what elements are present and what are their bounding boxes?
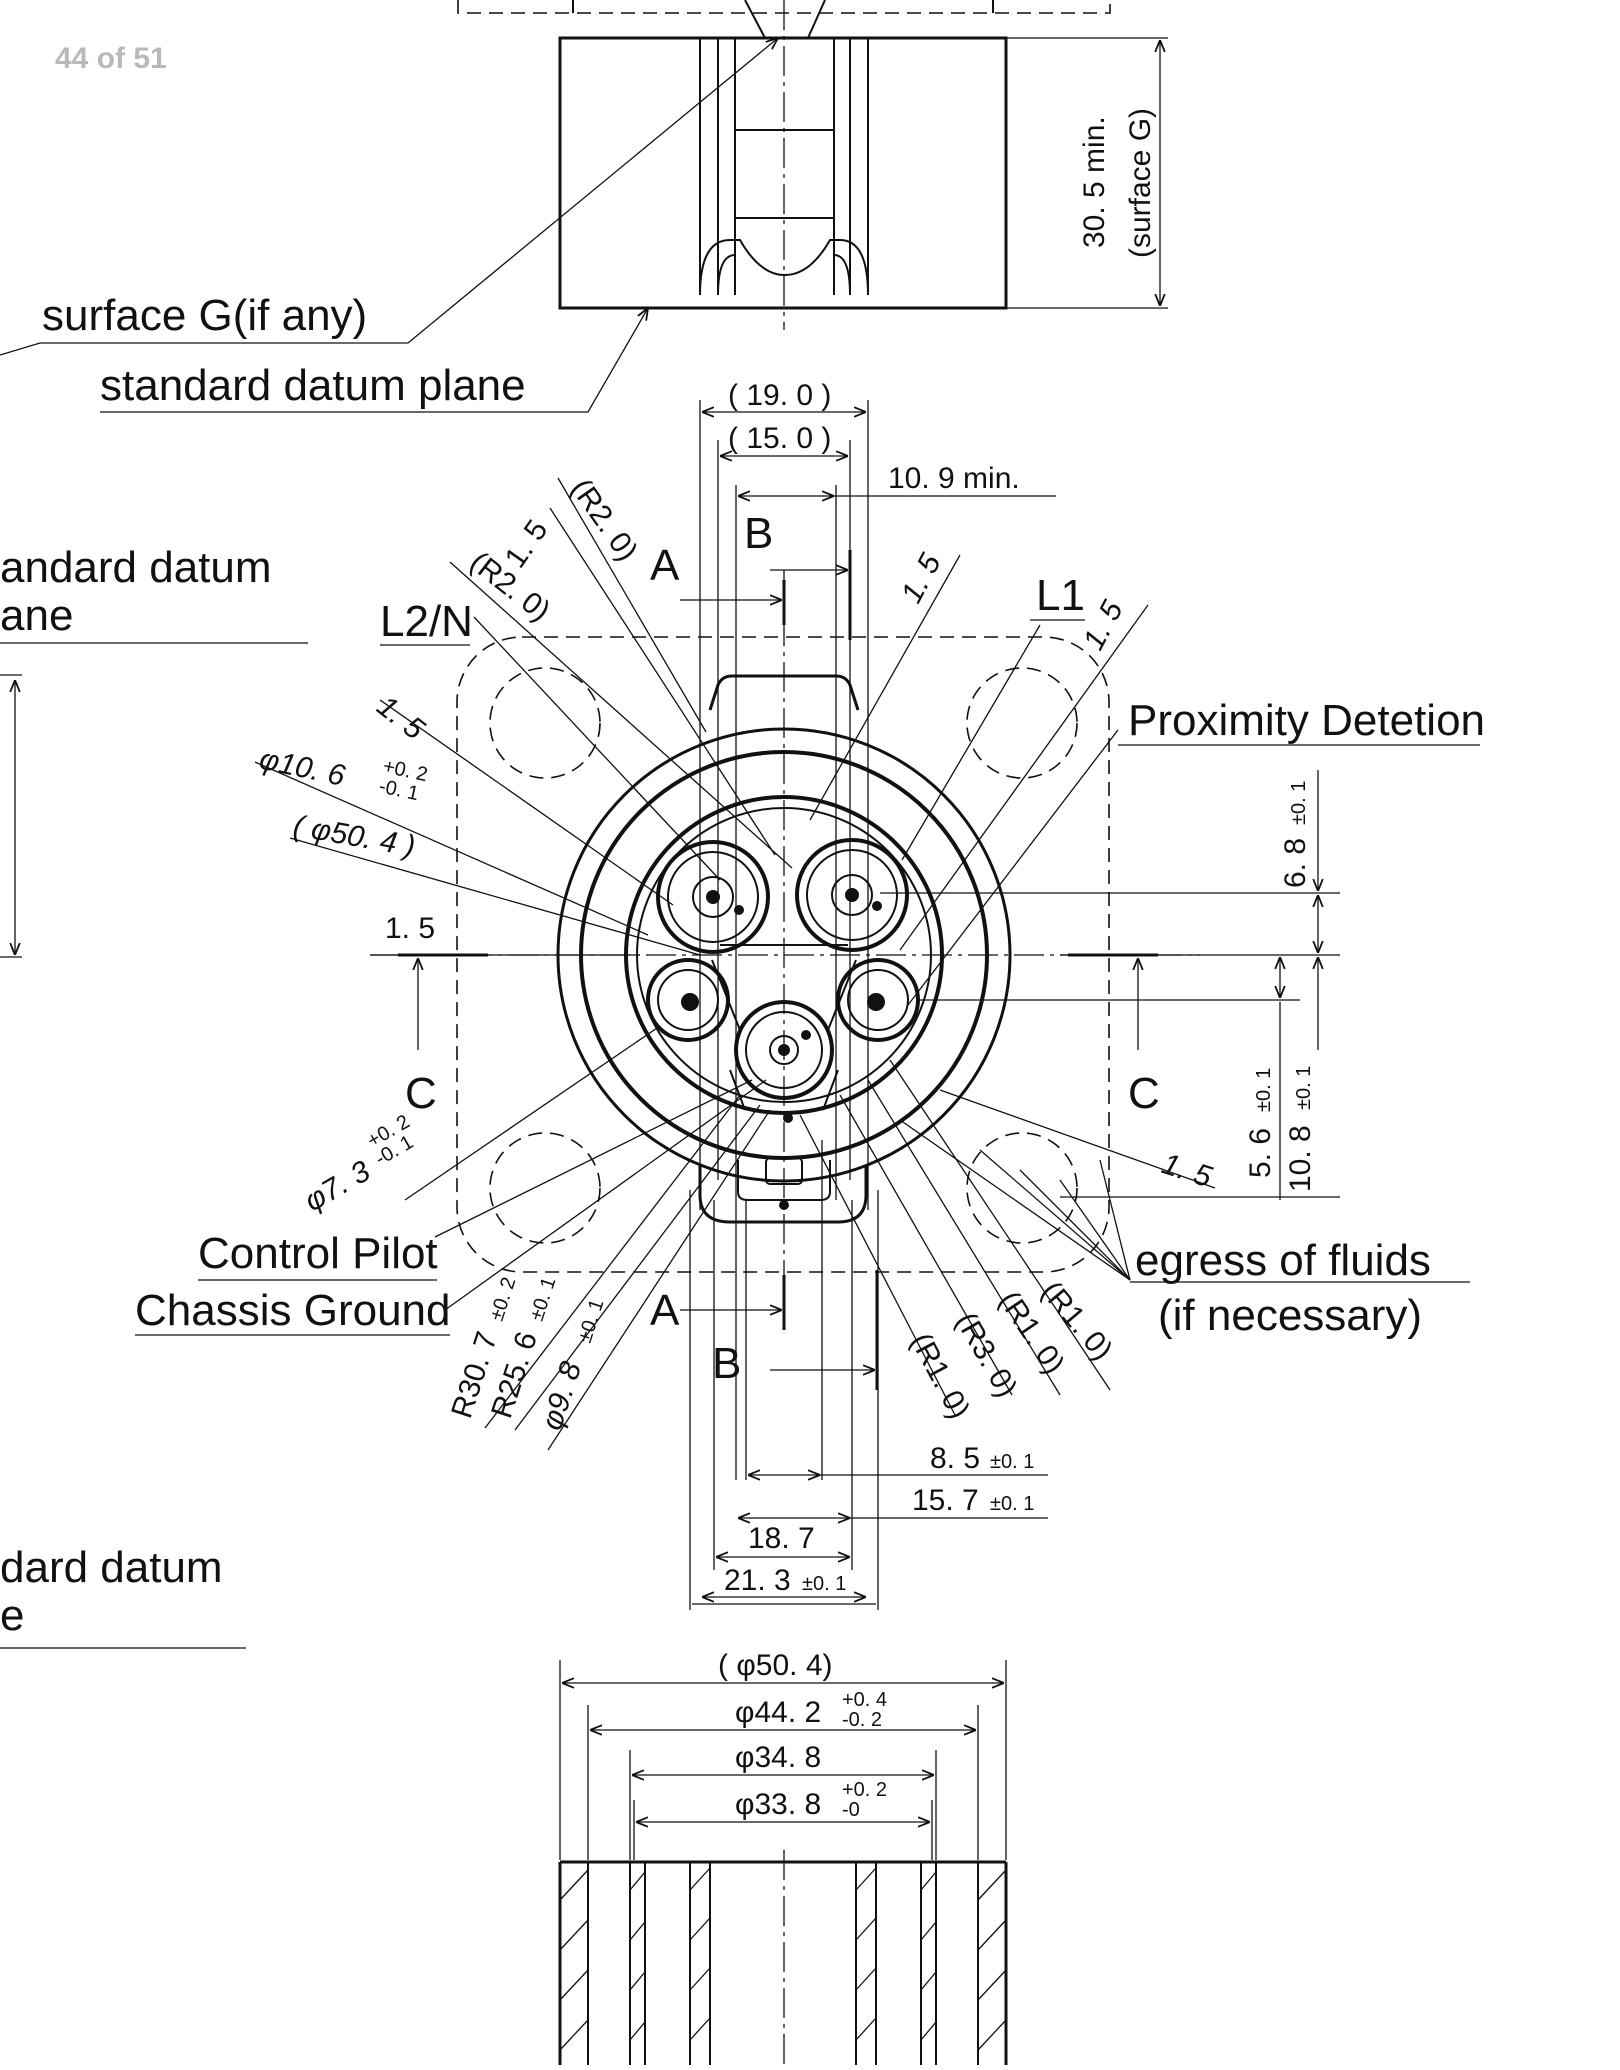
section-c-right: C (1128, 1069, 1160, 1118)
dim-8-5: 8. 5 (930, 1442, 980, 1475)
dim-21-3: 21. 3 (724, 1564, 791, 1597)
label-l1: L1 (1036, 571, 1085, 620)
mount-hole-br (966, 1132, 1078, 1244)
dim-phi33-8: φ33. 8 (735, 1788, 821, 1821)
dim-surface-g: (surface G) (1124, 108, 1157, 258)
label-surface-g: surface G(if any) (42, 291, 367, 340)
label-egress-of-fluids: egress of fluids (1135, 1236, 1431, 1285)
bottom-keyway (698, 1165, 868, 1224)
dim-1-5-c: 1. 5 (385, 912, 435, 945)
label-if-necessary: (if necessary) (1158, 1291, 1422, 1340)
page-indicator: 44 of 51 (55, 42, 167, 75)
dim-r2-0-a: (R2. 0) (564, 473, 644, 567)
top-side-view: 30. 5 min. (surface G) (457, 0, 1168, 330)
dim-5-6: 5. 6 (1244, 1128, 1277, 1178)
label-control-pilot: Control Pilot (198, 1229, 438, 1278)
section-a-top: A (650, 541, 680, 590)
top-latch-tab (708, 674, 860, 711)
section-a-bottom: A (650, 1286, 680, 1335)
label-standard-datum-plane: standard datum plane (100, 361, 526, 410)
pin-l2n (656, 840, 770, 954)
dim-21-3-tol: ±0. 1 (802, 1573, 846, 1595)
dim-phi44-2-tol-up: +0. 4 (842, 1689, 887, 1711)
dim-15-7-tol: ±0. 1 (990, 1493, 1034, 1515)
dim-phi10-6: φ10. 6 (257, 743, 349, 793)
dim-r25-6-tol: ±0. 1 (526, 1275, 561, 1324)
dim-10-9: 10. 9 min. (888, 462, 1020, 495)
dim-10-8: 10. 8 (1284, 1125, 1317, 1192)
pin-l1 (795, 838, 909, 952)
dim-r30-7-tol: ±0. 2 (486, 1275, 521, 1324)
dim-phi9-8: φ9. 8 (535, 1357, 588, 1434)
dim-19-0: ( 19. 0 ) (728, 379, 831, 412)
mount-hole-bl (489, 1132, 601, 1244)
dim-phi50-4-b: ( φ50. 4) (718, 1649, 833, 1682)
section-c-left: C (405, 1069, 437, 1118)
label-datum-left-2: ane (0, 591, 73, 640)
bottom-section-view (558, 1660, 1008, 2065)
mount-hole-tr (966, 667, 1078, 779)
dim-1-5-d: 1. 5 (895, 548, 948, 608)
dim-8-5-tol: ±0. 1 (990, 1451, 1034, 1473)
mount-hole-tl (489, 667, 601, 779)
dim-15-0: ( 15. 0 ) (728, 422, 831, 455)
front-view (254, 400, 1340, 1610)
dim-30-5: 30. 5 min. (1078, 116, 1111, 248)
section-b-bottom: B (712, 1339, 741, 1388)
label-l2n: L2/N (380, 597, 473, 646)
dim-1-5-f: 1. 5 (1158, 1147, 1216, 1194)
dim-phi50-4: ( φ50. 4 ) (291, 809, 418, 863)
dim-1-5-b: 1. 5 (371, 690, 431, 747)
dim-phi9-8-tol: ±0. 1 (574, 1297, 609, 1346)
dim-1-5-e: 1. 5 (1077, 595, 1130, 655)
dim-phi44-2: φ44. 2 (735, 1696, 821, 1729)
dim-phi33-8-tol-up: +0. 2 (842, 1779, 887, 1801)
dim-phi33-8-tol-dn: -0 (842, 1799, 860, 1821)
dim-6-8-tol: ±0. 1 (1288, 781, 1310, 825)
dim-15-7: 15. 7 (912, 1484, 979, 1517)
dim-10-8-tol: ±0. 1 (1293, 1066, 1315, 1110)
label-proximity-detection: Proximity Detetion (1128, 696, 1485, 745)
dim-18-7: 18. 7 (748, 1522, 815, 1555)
label-chassis-ground: Chassis Ground (135, 1286, 450, 1335)
dim-6-8: 6. 8 (1279, 838, 1312, 888)
dim-phi7-3: φ7. 3 (299, 1155, 376, 1219)
label-datum-left-3: dard datum (0, 1543, 223, 1592)
section-b-top: B (744, 509, 773, 558)
dim-phi34-8: φ34. 8 (735, 1741, 821, 1774)
label-datum-left-4: e (0, 1591, 24, 1640)
dim-phi44-2-tol-dn: -0. 2 (842, 1709, 882, 1731)
label-datum-left-1: andard datum (0, 543, 272, 592)
dim-5-6-tol: ±0. 1 (1253, 1068, 1275, 1112)
top-body-outline (558, 36, 1008, 310)
